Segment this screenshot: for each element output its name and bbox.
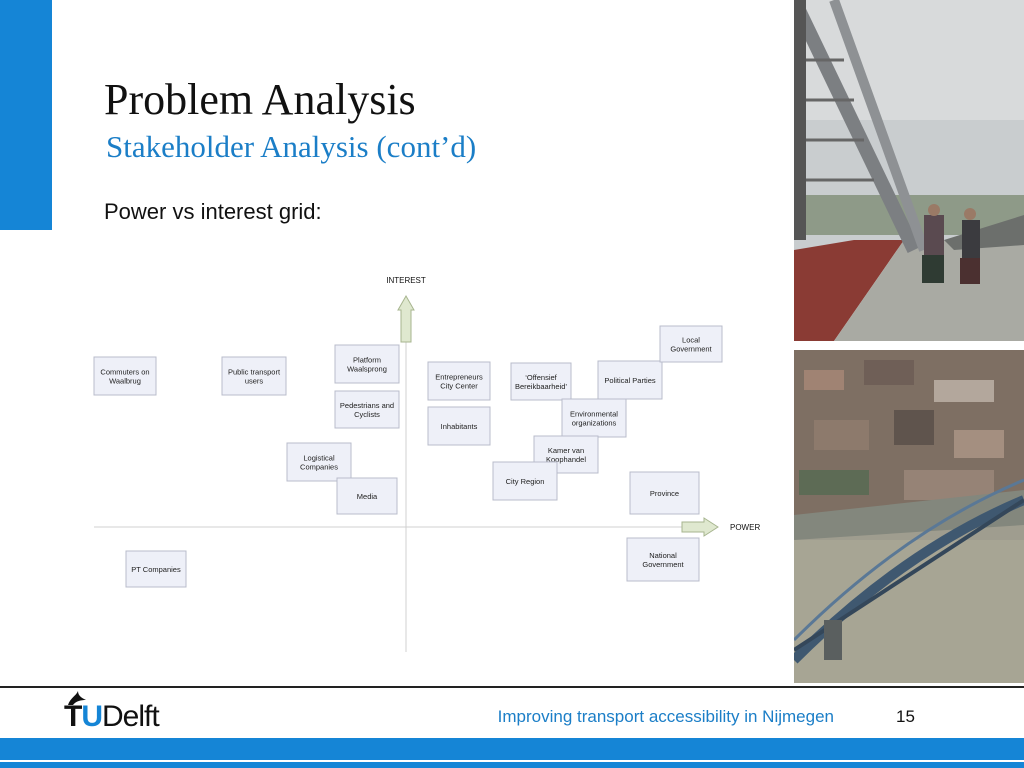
- stakeholder-label: City Region: [506, 477, 545, 486]
- stakeholder-label: Government: [670, 345, 712, 354]
- tudelft-logo[interactable]: TUDelft: [62, 690, 182, 736]
- stakeholder-label: City Center: [440, 382, 478, 391]
- slide-subtitle: Stakeholder Analysis (cont’d): [106, 129, 477, 164]
- footer-band-thin: [0, 762, 1024, 768]
- flame-icon: [68, 691, 86, 705]
- stakeholder-label: Media: [357, 492, 378, 501]
- stakeholder-label: Platform: [353, 356, 381, 365]
- stakeholder-label: Political Parties: [604, 376, 656, 385]
- stakeholder-label: Waalbrug: [109, 377, 141, 386]
- bridge-walkway-photo: [794, 0, 1024, 341]
- intro-text: Power vs interest grid:: [104, 199, 322, 224]
- stakeholder-label: Kamer van: [548, 446, 584, 455]
- interest-arrow: [397, 294, 415, 343]
- page-number: 15: [896, 707, 915, 726]
- stakeholder-label: ‘Offensief: [525, 373, 557, 382]
- stakeholder-box: Inhabitants: [427, 406, 491, 446]
- stakeholder-label: Bereikbaarheid’: [515, 382, 567, 391]
- logo-wordmark: TUDelft: [64, 700, 160, 733]
- stakeholder-box: Province: [629, 471, 700, 515]
- stakeholder-label: Commuters on: [100, 368, 149, 377]
- power-axis-label: POWER: [730, 523, 760, 532]
- stakeholder-label: National: [649, 551, 677, 560]
- stakeholder-box: City Region: [492, 461, 558, 501]
- stakeholder-box: Media: [336, 477, 398, 515]
- stakeholder-box: PT Companies: [125, 550, 187, 588]
- stakeholder-label: Government: [642, 560, 684, 569]
- stakeholder-label: PT Companies: [131, 565, 181, 574]
- stakeholder-label: Companies: [300, 463, 338, 472]
- stakeholder-label: Waalsprong: [347, 365, 387, 374]
- stakeholder-label: Pedestrians and: [340, 401, 394, 410]
- stakeholder-label: users: [245, 377, 264, 386]
- stakeholder-label: Public transport: [228, 368, 281, 377]
- interest-axis-label: INTEREST: [386, 276, 426, 285]
- footer-band: [0, 738, 1024, 760]
- stakeholder-label: Local: [682, 336, 700, 345]
- stakeholder-box: Political Parties: [597, 360, 663, 400]
- stakeholder-label: organizations: [572, 419, 617, 428]
- stakeholder-label: Entrepreneurs: [435, 373, 483, 382]
- stakeholder-label: Logistical: [303, 454, 335, 463]
- stakeholder-label: Koophandel: [546, 455, 586, 464]
- footer-caption: Improving transport accessibility in Nij…: [497, 707, 834, 726]
- stakeholder-label: Environmental: [570, 410, 618, 419]
- footer-rule: [0, 686, 1024, 688]
- stakeholder-label: Cyclists: [354, 410, 380, 419]
- stakeholder-label: Province: [650, 489, 679, 498]
- stakeholder-label: Inhabitants: [441, 422, 478, 431]
- accent-bar: [0, 0, 52, 230]
- city-bridge-aerial-photo: [794, 350, 1024, 683]
- power-arrow: [681, 517, 719, 537]
- slide-title: Problem Analysis: [104, 75, 416, 124]
